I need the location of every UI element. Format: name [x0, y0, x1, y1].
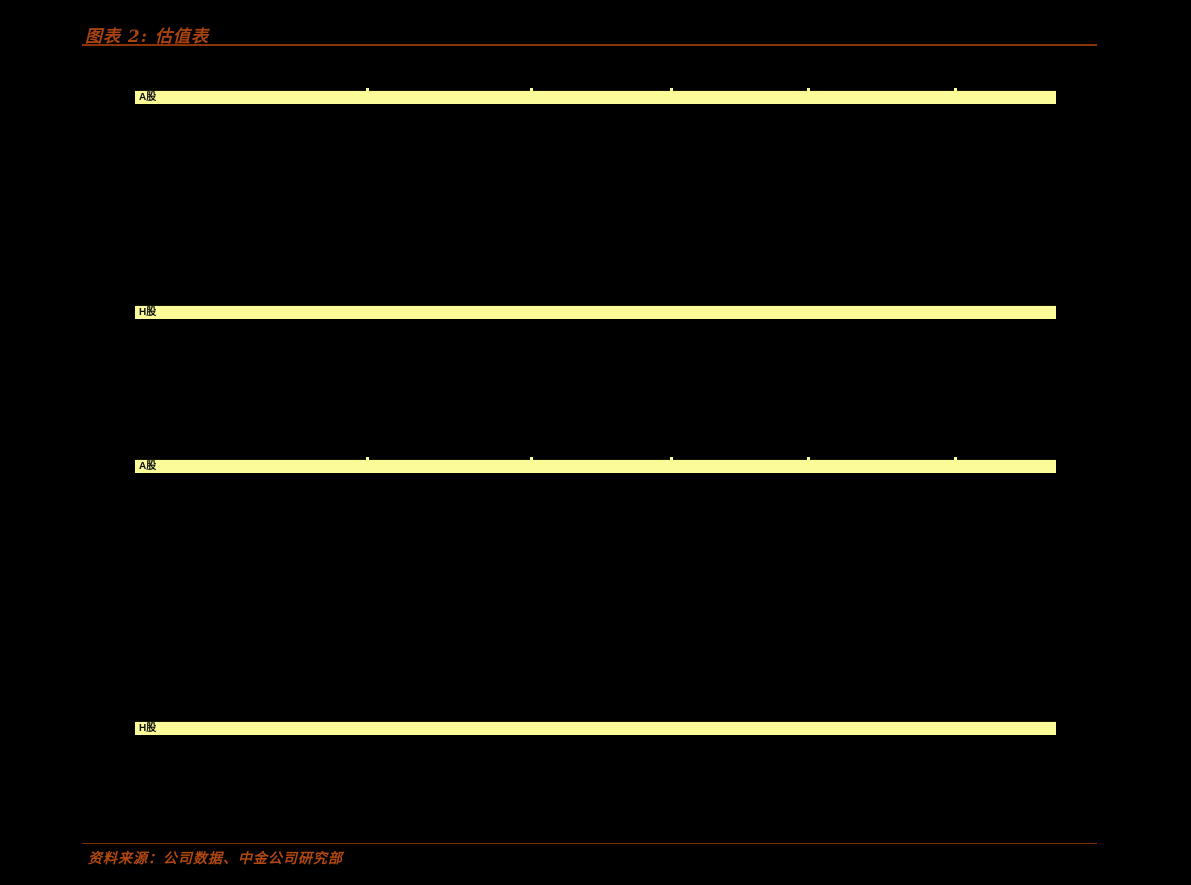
column-artifact-tick	[954, 457, 957, 460]
column-artifact-tick	[530, 457, 533, 460]
section-label: A股	[139, 92, 157, 103]
section-label: H股	[139, 307, 157, 318]
column-artifact-tick	[530, 88, 533, 91]
column-artifact-tick	[670, 457, 673, 460]
table-section-row-h-share-1: H股	[135, 305, 1056, 319]
column-artifact-tick	[670, 88, 673, 91]
footer-rule	[82, 843, 1097, 844]
column-artifact-tick	[366, 457, 369, 460]
section-label: A股	[139, 461, 157, 472]
source-note: 资料来源：公司数据、中金公司研究部	[88, 851, 343, 867]
title-underline-rule	[82, 44, 1097, 46]
column-artifact-tick	[954, 88, 957, 91]
column-artifact-tick	[807, 457, 810, 460]
section-label: H股	[139, 723, 157, 734]
column-artifact-tick	[366, 88, 369, 91]
table-section-row-h-share-2: H股	[135, 721, 1056, 735]
column-artifact-tick	[807, 88, 810, 91]
table-section-row-a-share-2: A股	[135, 457, 1056, 473]
figure-title: 图表 2: 估值表	[85, 27, 209, 47]
table-section-row-a-share-1: A股	[135, 88, 1056, 104]
